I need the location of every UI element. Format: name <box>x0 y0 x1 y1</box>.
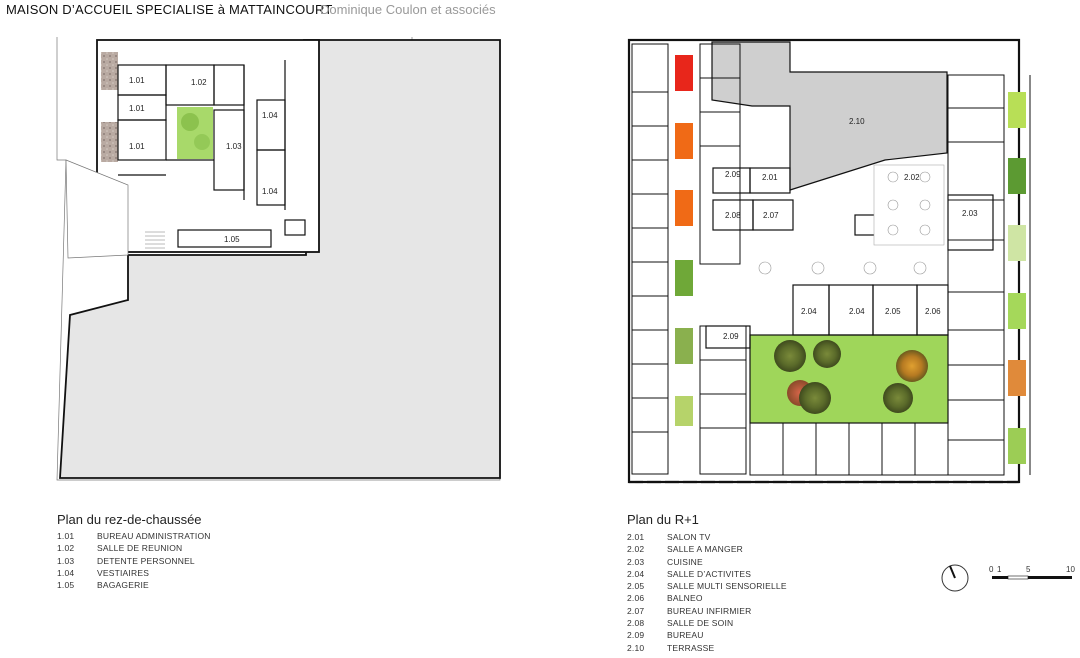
architect-name: Dominique Coulon et associés <box>320 2 496 17</box>
legend-code: 2.08 <box>627 618 645 629</box>
plan-label: 1.02 <box>191 78 207 87</box>
plan-label: 2.09 <box>725 170 741 179</box>
patio-lime <box>1008 225 1026 261</box>
terrace-area <box>711 41 948 191</box>
patio-green <box>675 396 693 426</box>
patio-green <box>1008 428 1026 464</box>
legend-name: SALON TV <box>667 532 711 542</box>
scale-label: 5 <box>1026 565 1031 574</box>
legend-code: 2.02 <box>627 544 645 555</box>
patio-lime <box>1008 92 1026 128</box>
plan-label: 1.05 <box>224 235 240 244</box>
legend-name: SALLE D’ACTIVITES <box>667 568 752 579</box>
patio-orange <box>675 190 693 226</box>
legend-item: 2.02 SALLE A MANGER <box>627 543 787 555</box>
patio-green <box>675 260 693 296</box>
legend-name: SALLE MULTI SENSORIELLE <box>667 581 787 592</box>
patio-orange <box>1008 360 1026 396</box>
legend-code: 2.09 <box>627 630 645 641</box>
legend-item: 2.04 SALLE D’ACTIVITES <box>627 568 787 580</box>
plan-label: 1.01 <box>129 76 145 85</box>
ground-floor-legend: 1.01 BUREAU ADMINISTRATION 1.02 SALLE DE R… <box>57 530 211 591</box>
legend-code: 1.02 <box>57 543 75 554</box>
plan-label: 2.01 <box>762 173 778 182</box>
legend-item: 2.09 BUREAU <box>627 629 787 641</box>
legend-code: 1.03 <box>57 555 75 566</box>
legend-name: VESTIAIRES <box>97 567 150 578</box>
first-floor-title: Plan du R+1 <box>627 512 699 527</box>
scale-label: 0 <box>989 565 994 574</box>
legend-item: 2.10 TERRASSE <box>627 642 787 654</box>
legend-code: 2.03 <box>627 556 645 567</box>
plan-label: 1.01 <box>129 142 145 151</box>
first-floor-plan: 2.10 2.01 2.02 2.03 2.09 2.08 2.07 2.04 … <box>627 38 1031 484</box>
legend-name: TERRASSE <box>667 642 715 653</box>
legend-item: 1.05 BAGAGERIE <box>57 579 211 591</box>
legend-item: 1.02 SALLE DE REUNION <box>57 542 211 554</box>
legend-item: 2.03 CUISINE <box>627 556 787 568</box>
legend-name: BAGAGERIE <box>97 580 149 591</box>
legend-item: 1.01 BUREAU ADMINISTRATION <box>57 530 211 542</box>
legend-item: 2.05 SALLE MULTI SENSORIELLE <box>627 580 787 592</box>
plan-label: 1.01 <box>129 104 145 113</box>
plan-label: 2.02 <box>904 173 920 182</box>
plan-label: 2.05 <box>885 307 901 316</box>
plan-label: 1.04 <box>262 111 278 120</box>
plan-label: 2.04 <box>801 307 817 316</box>
legend-item: 1.03 DETENTE PERSONNEL <box>57 555 211 567</box>
legend-code: 1.05 <box>57 580 75 591</box>
legend-name: BUREAU INFIRMIER <box>667 605 752 616</box>
legend-item: 2.08 SALLE DE SOIN <box>627 617 787 629</box>
legend-code: 2.10 <box>627 642 645 653</box>
legend-code: 1.04 <box>57 567 75 578</box>
scale-bar <box>992 575 1072 580</box>
legend-code: 2.07 <box>627 605 645 616</box>
legend-item: 2.06 BALNEO <box>627 592 787 604</box>
patio-lime <box>1008 293 1026 329</box>
plan-label: 2.08 <box>725 211 741 220</box>
plan-label: 2.04 <box>849 307 865 316</box>
first-floor-legend: 2.01 SALON TV 2.02 SALLE A MANGER 2.03 CUIS… <box>627 531 787 654</box>
legend-item: 2.07 BUREAU INFIRMIER <box>627 605 787 617</box>
legend-name: BALNEO <box>667 593 703 604</box>
patio-green <box>675 328 693 364</box>
legend-name: BUREAU ADMINISTRATION <box>97 531 211 541</box>
legend-name: SALLE A MANGER <box>667 544 744 555</box>
patio-green <box>1008 158 1026 194</box>
legend-code: 2.04 <box>627 568 645 579</box>
north-arrow <box>941 564 969 592</box>
legend-item: 2.01 SALON TV <box>627 531 787 543</box>
plan-label: 2.06 <box>925 307 941 316</box>
legend-code: 2.01 <box>627 532 645 542</box>
legend-name: SALLE DE SOIN <box>667 618 734 629</box>
legend-name: SALLE DE REUNION <box>97 543 183 554</box>
legend-code: 2.06 <box>627 593 645 604</box>
legend-item: 1.04 VESTIAIRES <box>57 567 211 579</box>
patio-red <box>675 55 693 91</box>
patio-orange <box>675 123 693 159</box>
legend-code: 1.01 <box>57 531 75 541</box>
legend-name: CUISINE <box>667 556 703 567</box>
plan-label: 1.03 <box>226 142 242 151</box>
legend-code: 2.05 <box>627 581 645 592</box>
plan-label: 2.10 <box>849 117 865 126</box>
ground-floor-plan: 1.01 1.01 1.01 1.02 1.03 1.04 1.04 1.05 <box>56 37 501 481</box>
plan-label: 2.03 <box>962 209 978 218</box>
stone-wall <box>101 122 118 162</box>
legend-name: BUREAU <box>667 630 704 641</box>
plan-label: 1.04 <box>262 187 278 196</box>
document-title: MAISON D’ACCUEIL SPECIALISE à MATTAINCOU… <box>6 2 333 17</box>
legend-name: DETENTE PERSONNEL <box>97 555 195 566</box>
plan-label: 2.07 <box>763 211 779 220</box>
scale-label: 10 <box>1066 565 1075 574</box>
scale-label: 1 <box>997 565 1002 574</box>
ground-floor-title: Plan du rez-de-chaussée <box>57 512 202 527</box>
plan-label: 2.09 <box>723 332 739 341</box>
stone-wall <box>101 52 118 90</box>
